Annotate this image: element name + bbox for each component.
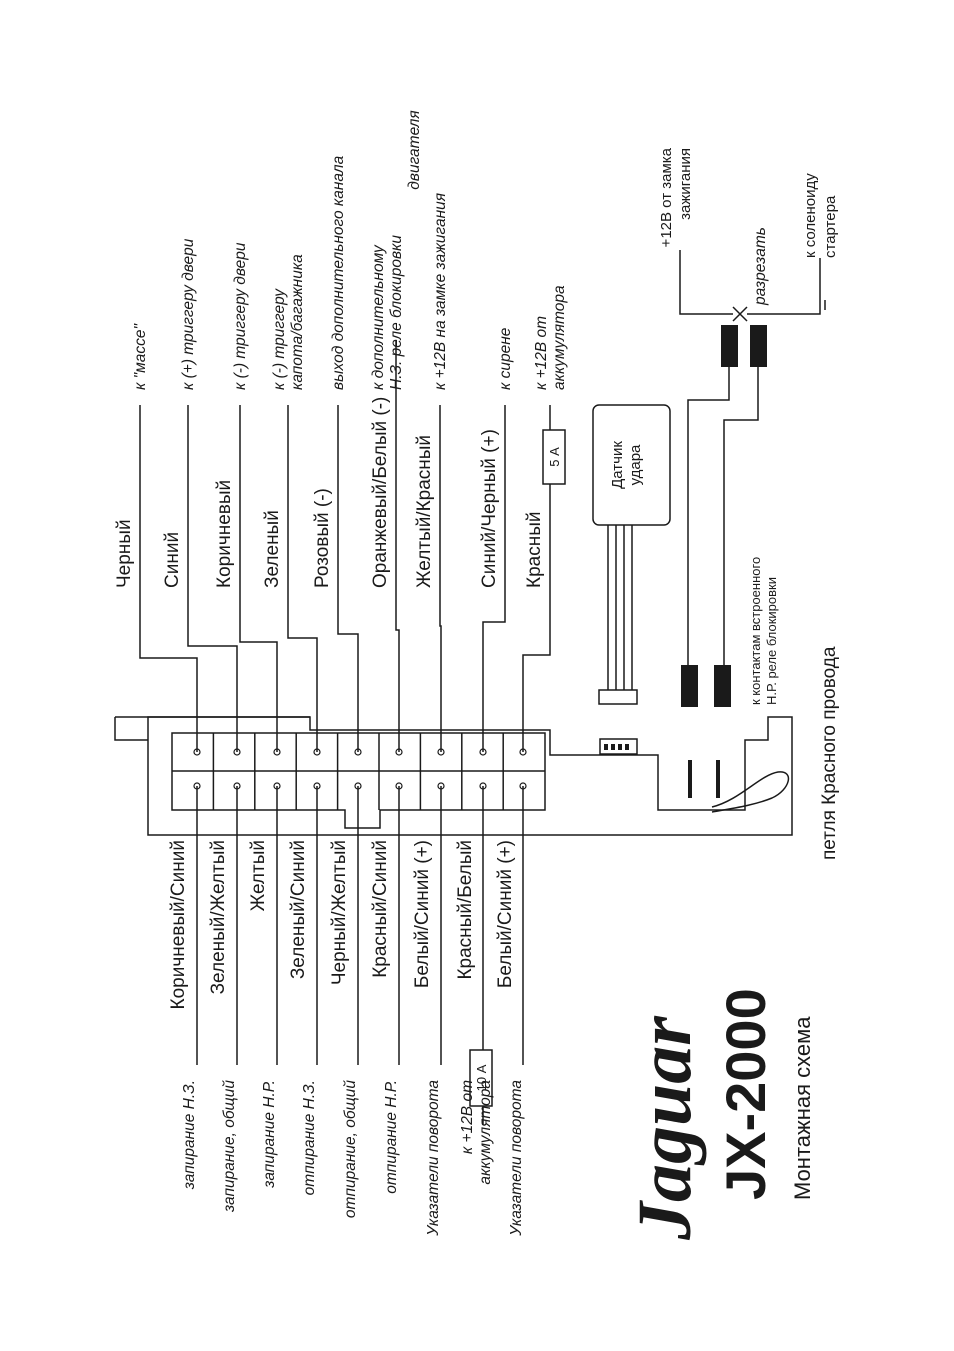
wire-color-top-1: Черный	[114, 519, 135, 588]
wire-color-top-5: Розовый (-)	[312, 488, 333, 588]
relay-note-2: Н.Р. реле блокировки	[764, 577, 779, 705]
relay-contacts	[688, 760, 790, 813]
wire-color-bottom-4: Зеленый/Синий	[288, 840, 309, 979]
relay-note-1: к контактам встроенного	[748, 557, 763, 705]
wire-dest-bottom-3-1: запирание Н.Р.	[261, 1080, 278, 1189]
wire-dest-top-6-3: двигателя	[406, 110, 423, 189]
wire-color-bottom-2: Зеленый/Желтый	[208, 840, 229, 994]
top-row-wires	[139, 340, 551, 752]
fuse-10a: 10 А	[469, 1049, 493, 1107]
wire-dest-bottom-7-1: Указатели поворота	[425, 1080, 442, 1237]
starter-circuit	[679, 250, 826, 707]
wire-top-3	[239, 405, 278, 752]
wire-color-bottom-7: Белый/Синий (+)	[412, 840, 433, 988]
starter-label-1: к соленоиду	[802, 173, 819, 258]
wire-dest-top-4-1: к (-) триггеру	[271, 288, 288, 390]
wire-dest-top-8-1: к сирене	[497, 327, 514, 390]
ignition-label-2: зажигания	[677, 148, 694, 220]
brand-block: Jaguar JX-2000 Монтажная схема	[623, 988, 815, 1241]
wire-dest-top-1-1: к "массе"	[132, 323, 149, 390]
wire-dest-bottom-8-1: к +12В от	[459, 1080, 476, 1154]
wire-dest-bottom-6-1: отпирание Н.Р.	[383, 1080, 400, 1194]
wire-dest-top-6-1: к дополнительному	[370, 244, 387, 390]
wire-top-7	[439, 405, 442, 752]
wire-dest-top-7-1: к +12В на замке зажигания	[432, 193, 449, 390]
bottom-row-wires	[196, 786, 524, 1125]
wire-color-top-7: Желтый/Красный	[414, 435, 435, 588]
wire-dest-top-3-1: к (-) триггеру двери	[232, 242, 249, 390]
shock-sensor: Датчик удара	[592, 404, 671, 705]
wire-color-bottom-3: Желтый	[248, 840, 269, 911]
wire-dest-top-5-1: выход дополнительного канала	[330, 155, 347, 390]
wire-dest-bottom-5-1: отпирание, общий	[342, 1080, 359, 1218]
ignition-label-1: +12В от замка	[658, 147, 675, 247]
wire-top-5	[337, 405, 359, 752]
wire-dest-bottom-9-1: Указатели поворота	[508, 1080, 525, 1237]
shock-sensor-label-2: удара	[627, 444, 644, 485]
main-connector	[171, 732, 546, 829]
wire-color-bottom-5: Черный/Желтый	[329, 840, 350, 985]
wire-color-top-9: Красный	[524, 512, 545, 588]
wire-color-top-4: Зеленый	[262, 510, 283, 588]
wire-dest-top-2-1: к (+) триггеру двери	[180, 238, 197, 390]
wire-dest-top-6-2: Н.З. реле блокировки	[388, 235, 405, 390]
subtitle: Монтажная схема	[790, 1016, 815, 1200]
wire-dest-bottom-4-1: отпирание Н.З.	[301, 1080, 318, 1195]
wire-top-9	[522, 405, 551, 752]
wire-top-2	[187, 405, 238, 752]
wire-top-8	[482, 405, 506, 752]
shock-sensor-label-1: Датчик	[609, 441, 626, 489]
model-name: JX-2000	[714, 988, 777, 1200]
fuse-5a-label: 5 А	[547, 447, 562, 467]
wire-dest-bottom-1-1: запирание Н.З.	[181, 1080, 198, 1190]
sensor-connector	[599, 738, 638, 755]
fuse-5a: 5 А	[542, 429, 566, 485]
wire-color-bottom-6: Красный/Синий	[370, 840, 391, 978]
wire-color-top-6: Оранжевый/Белый (-)	[370, 397, 391, 588]
wire-dest-bottom-8-2: аккумулятора	[477, 1080, 494, 1185]
wire-dest-top-9-2: аккумулятора	[551, 285, 568, 390]
wire-color-bottom-1: Коричневый/Синий	[168, 840, 189, 1009]
wire-top-1	[139, 405, 198, 752]
loop-label: петля Красного провода	[819, 646, 840, 860]
brand-logo: Jaguar	[623, 1015, 707, 1241]
wire-top-4	[287, 405, 318, 752]
wire-color-top-8: Синий/Черный (+)	[479, 429, 500, 588]
cut-label: разрезать	[752, 227, 769, 306]
wire-color-top-2: Синий	[162, 532, 183, 588]
starter-label-2: стартера	[822, 195, 839, 258]
wire-top-6	[395, 340, 400, 752]
wire-color-bottom-9: Белый/Синий (+)	[495, 840, 516, 988]
wire-color-top-3: Коричневый	[214, 480, 235, 588]
wire-dest-top-4-2: капота/багажника	[289, 254, 306, 390]
wire-color-bottom-8: Красный/Белый	[455, 840, 476, 980]
wire-dest-bottom-2-1: запирание, общий	[221, 1080, 238, 1213]
wire-dest-top-9-1: к +12В от	[533, 316, 550, 390]
fuse-10a-label: 10 А	[474, 1064, 489, 1091]
